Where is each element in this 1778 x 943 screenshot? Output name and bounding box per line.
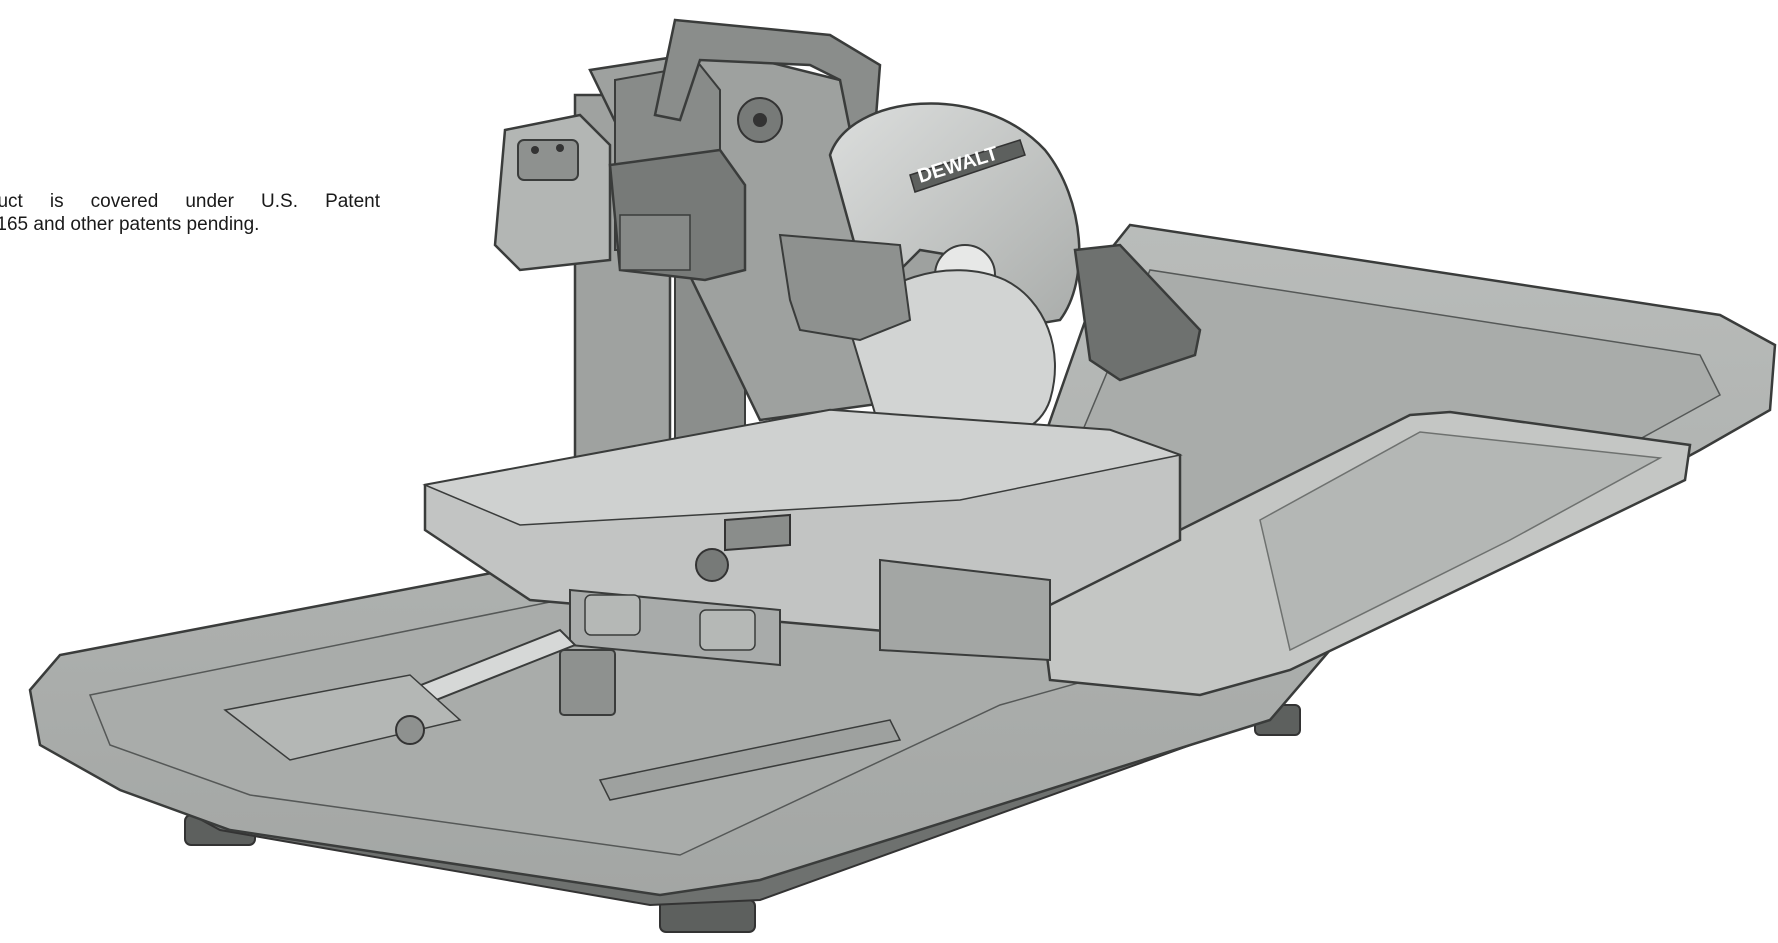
carry-handle [653, 18, 882, 132]
motor-housing [493, 113, 747, 282]
patent-notice-line-2: 86,165 and other patents pending. [0, 214, 260, 235]
splash-guard [1073, 243, 1202, 382]
patent-notice: roduct is covered under U.S. Patent 86,1… [0, 190, 380, 236]
pump-outlet [395, 715, 425, 745]
table-rail [223, 628, 902, 801]
bevel-knob [737, 97, 783, 143]
extension-table-lip [1259, 431, 1663, 652]
rip-fence [695, 513, 791, 582]
cutting-table [422, 408, 1183, 667]
blade-arm [778, 233, 912, 342]
patent-notice-line-1: roduct is covered under U.S. Patent [0, 191, 380, 212]
